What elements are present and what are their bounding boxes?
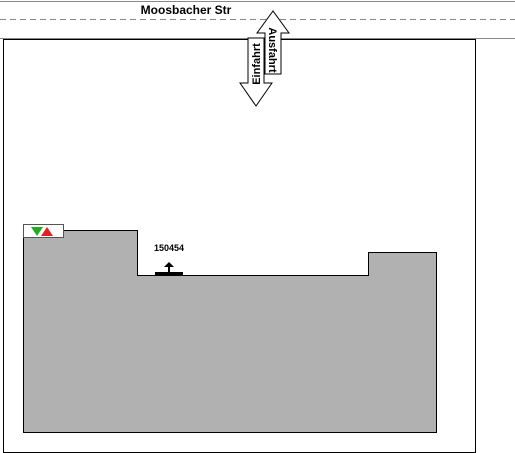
green-triangle-down-icon[interactable] <box>31 227 43 236</box>
entry-arrow-icon <box>239 37 273 107</box>
marker-bar[interactable] <box>155 272 183 275</box>
street-name: Moosbacher Str <box>141 3 232 17</box>
parking-marker[interactable]: 150454 <box>154 243 184 275</box>
access-arrows: Einfahrt Ausfahrt <box>239 10 290 107</box>
exit-arrow: Ausfahrt <box>256 10 290 75</box>
exit-arrow-icon <box>256 10 290 75</box>
entry-label: Einfahrt <box>251 43 263 85</box>
entry-arrow: Einfahrt <box>239 37 273 107</box>
exit-label: Ausfahrt <box>266 27 278 73</box>
building-footprint <box>23 230 437 433</box>
parking-marker-id: 150454 <box>154 243 184 253</box>
red-triangle-up-icon[interactable] <box>41 227 53 236</box>
level-indicator[interactable] <box>23 224 64 238</box>
marker-arrow-up-icon <box>164 262 174 267</box>
